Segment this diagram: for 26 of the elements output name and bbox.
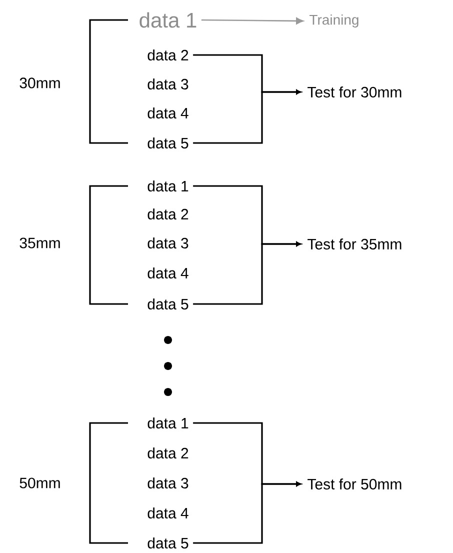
data-label: data 5: [148, 538, 188, 548]
data-label: data 2: [148, 50, 188, 60]
output-label: Test for 50mm: [308, 478, 402, 490]
data-label: data 3: [148, 78, 188, 90]
data-label: data 1: [140, 12, 196, 28]
output-label: Test for 30mm: [308, 86, 402, 98]
data-label: data 3: [148, 478, 188, 488]
arrow: [193, 90, 302, 144]
data-label: data 4: [148, 508, 188, 518]
arrow: [201, 18, 304, 24]
output-label: Test for 35mm: [308, 238, 402, 250]
data-label: data 1: [148, 418, 188, 428]
group-label: 30mm: [20, 78, 60, 88]
arrow: [193, 242, 302, 305]
data-label: data 2: [148, 448, 188, 458]
data-label: data 4: [148, 108, 188, 118]
data-label: data 4: [148, 268, 188, 278]
data-label: data 2: [148, 208, 188, 220]
data-label: data 1: [148, 180, 188, 192]
group-label: 35mm: [20, 238, 60, 248]
output-label: Training: [310, 14, 358, 28]
data-label: data 5: [148, 138, 188, 148]
data-label: data 5: [148, 298, 188, 310]
data-label: data 3: [148, 238, 188, 248]
arrow: [193, 482, 302, 544]
group-label: 50mm: [20, 478, 60, 488]
